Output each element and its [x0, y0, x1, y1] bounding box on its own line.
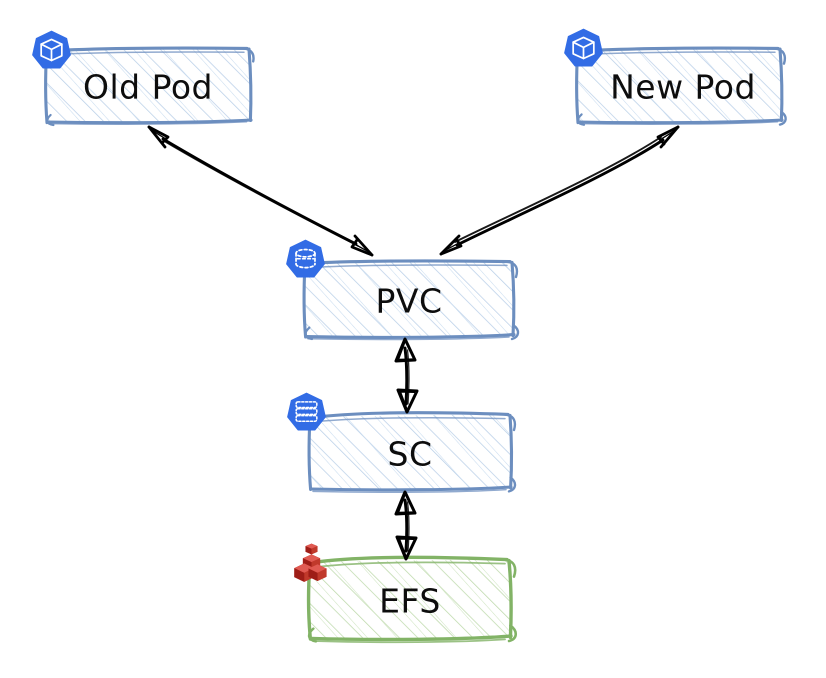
node-efs-border: [306, 555, 517, 644]
node-old-pod[interactable]: Old Pod: [44, 46, 255, 127]
node-efs-label: EFS: [379, 582, 441, 621]
node-new-pod-label: New Pod: [610, 68, 756, 107]
node-efs[interactable]: EFS: [306, 555, 517, 644]
kubernetes-storageclass-icon: [287, 392, 326, 431]
node-sc-label: SC: [388, 435, 433, 474]
node-new-pod-border: [575, 46, 787, 126]
kubernetes-pvc-icon: [286, 239, 325, 278]
aws-efs-icon: [294, 543, 327, 582]
edge-new-pod-pvc: [439, 125, 680, 256]
node-sc-border: [307, 411, 517, 494]
edge-sc-efs: [394, 490, 418, 561]
node-pvc-border: [302, 259, 520, 341]
kubernetes-pod-icon: [32, 30, 71, 69]
node-pvc-label: PVC: [375, 282, 442, 321]
node-old-pod-label: Old Pod: [83, 68, 213, 107]
node-new-pod[interactable]: New Pod: [575, 46, 787, 126]
kubernetes-pod-icon: [564, 28, 603, 67]
edge-old-pod-pvc: [147, 125, 374, 257]
node-pvc[interactable]: PVC: [302, 259, 520, 341]
edge-pvc-sc: [394, 337, 419, 414]
node-sc[interactable]: SC: [307, 411, 517, 494]
